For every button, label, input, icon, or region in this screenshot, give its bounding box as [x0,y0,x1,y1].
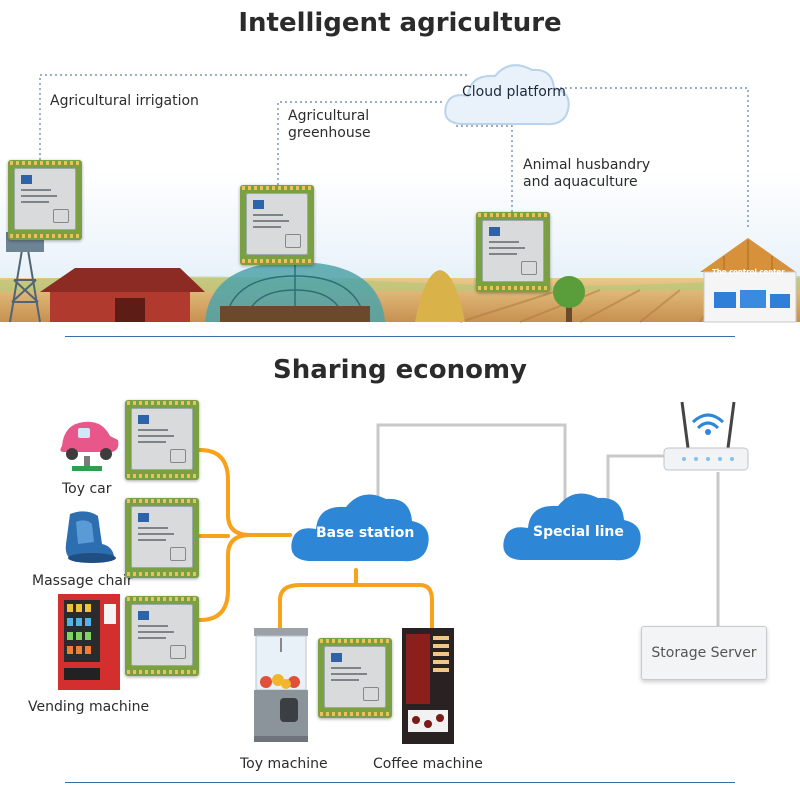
coffee-machine-icon [402,628,454,744]
label-greenhouse-line1: Agricultural [288,108,370,124]
label-husbandry-line2: and aquaculture [523,174,638,190]
sim-module-vending-machine [125,596,199,676]
section-divider-top [65,336,735,337]
sim-module-irrigation [8,160,82,240]
vending-machine-icon [58,594,120,690]
agriculture-title: Intelligent agriculture [238,8,562,38]
section-divider-bottom [65,782,735,783]
vending-machine-label: Vending machine [28,699,150,715]
wifi-router-icon [663,401,749,471]
storage-server-box: Storage Server [641,626,767,680]
cloud-platform-label: Cloud platform [462,84,566,100]
sim-module-center [318,638,392,718]
sim-module-greenhouse [240,185,314,265]
massage-chair-icon [65,511,116,563]
control-center-label: The control center [712,268,785,276]
base-station-label: Base station [316,525,415,541]
cloud-platform-icon [444,64,570,126]
toy-car-label: Toy car [62,481,112,497]
toy-car-icon [60,421,119,471]
special-line-cloud-icon [503,493,641,561]
sim-module-husbandry [476,212,550,292]
massage-chair-label: Massage chair [32,573,133,589]
cloud-link-lines [39,74,749,230]
label-greenhouse-line2: greenhouse [288,125,371,141]
label-agricultural-irrigation: Agricultural irrigation [50,93,199,109]
special-line-label: Special line [533,524,624,540]
coffee-machine-label: Coffee machine [373,756,483,772]
toy-machine-icon [254,628,308,742]
base-station-cloud-icon [291,494,429,562]
farm-landscape [0,170,800,323]
label-husbandry-line1: Animal husbandry [523,157,651,173]
toy-machine-label: Toy machine [240,756,328,772]
sim-module-massage-chair [125,498,199,578]
sharing-title: Sharing economy [272,355,527,385]
sim-module-toy-car [125,400,199,480]
